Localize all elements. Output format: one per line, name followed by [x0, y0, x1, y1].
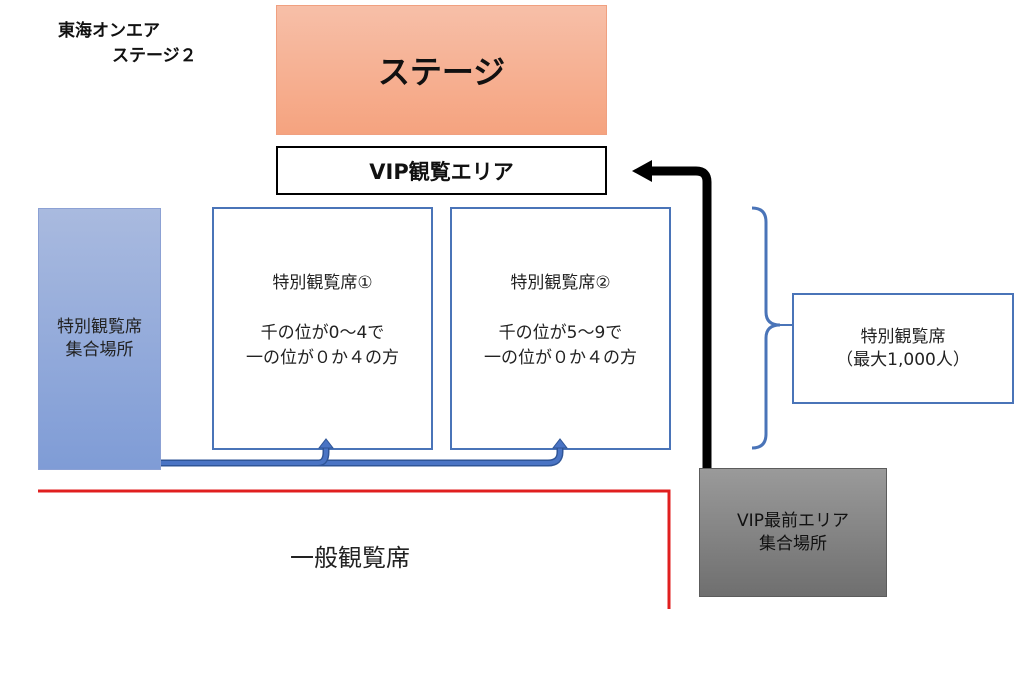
vip-arrowhead: [632, 160, 652, 182]
special-seat-1-condition-1: 千の位が0～4で: [260, 323, 385, 343]
special-seat-2-title: 特別観覧席②: [510, 273, 611, 293]
special-seat-2-condition-1: 千の位が5～9で: [498, 323, 623, 343]
vip-viewing-area-box: VIP観覧エリア: [276, 146, 607, 195]
stage-label: ステージ: [377, 53, 506, 91]
venue-title-line2: ステージ２: [112, 46, 197, 66]
vip-gathering-line1: VIP最前エリア: [737, 510, 849, 531]
route-arrowhead-seat-2: [551, 438, 569, 449]
special-summary-line1: 特別観覧席: [860, 326, 946, 347]
general-seating-label: 一般観覧席: [290, 544, 410, 572]
special-seat-summary-box: 特別観覧席 （最大1,000人）: [792, 293, 1014, 404]
venue-title-line1: 東海オンエア: [58, 21, 160, 41]
special-seat-gathering-point: 特別観覧席 集合場所: [38, 208, 161, 470]
vip-route-arrow: [632, 160, 712, 468]
special-gathering-line1: 特別観覧席: [57, 317, 142, 338]
general-seating-boundary: [38, 489, 671, 609]
special-seat-1-box: 特別観覧席① 千の位が0～4で 一の位が０か４の方: [212, 207, 433, 450]
stage-box: ステージ: [276, 5, 607, 135]
route-arrowhead-seat-1: [317, 438, 335, 449]
special-seat-1-title: 特別観覧席①: [272, 273, 373, 293]
special-seat-route-arrow: [161, 438, 569, 467]
vip-viewing-area-label: VIP観覧エリア: [369, 159, 514, 184]
vip-front-area-gathering-point: VIP最前エリア 集合場所: [699, 468, 887, 597]
special-seats-brace: [751, 206, 781, 450]
special-summary-line2: （最大1,000人）: [836, 349, 970, 370]
vip-gathering-line2: 集合場所: [759, 533, 827, 554]
special-seat-1-condition-2: 一の位が０か４の方: [246, 348, 399, 368]
special-gathering-line2: 集合場所: [65, 340, 134, 360]
special-seat-2-condition-2: 一の位が０か４の方: [484, 348, 637, 368]
